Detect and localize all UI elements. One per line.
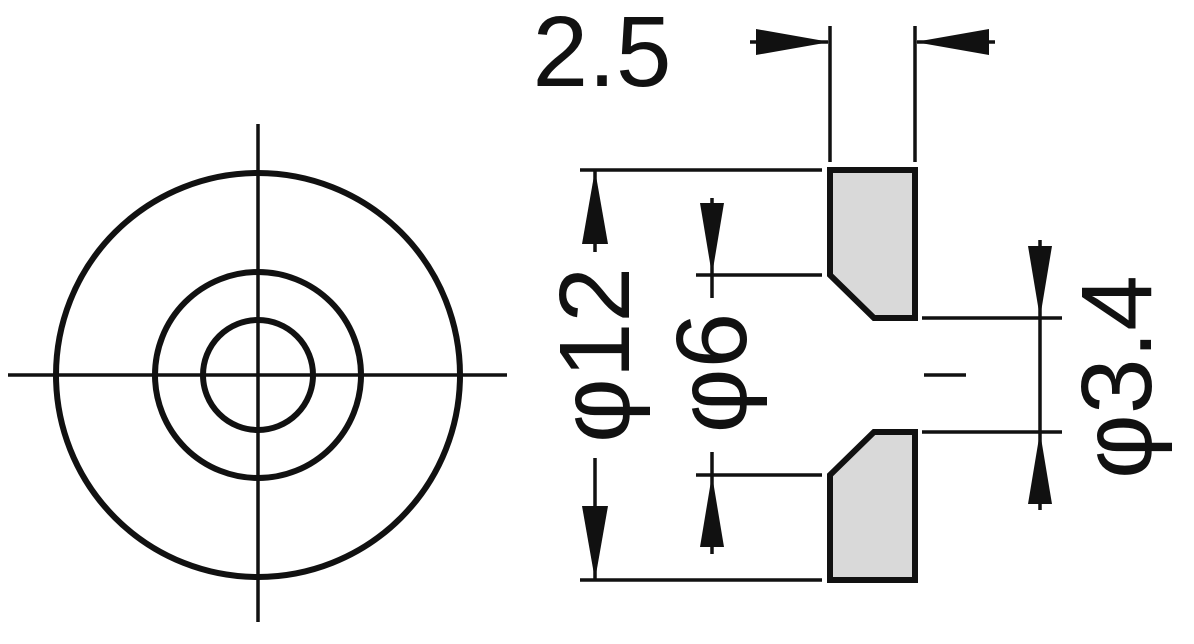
section-view (827, 167, 966, 583)
thickness-arrow-right-icon (756, 29, 830, 55)
dimension-hole-diameter: φ3.4 (922, 240, 1173, 510)
countersink-dimension-label: φ6 (656, 313, 768, 433)
outer-diameter-dimension-label: φ12 (539, 267, 651, 443)
outer-diameter-arrow-down-icon (582, 506, 608, 580)
countersink-arrow-up-icon (700, 475, 724, 547)
dimension-countersink-diameter: φ6 (656, 198, 822, 554)
front-view (8, 124, 507, 622)
dimension-outer-diameter: φ12 (539, 168, 822, 582)
hole-arrow-up-icon (1028, 432, 1052, 504)
outer-diameter-circle (53, 170, 463, 580)
thickness-dimension-label: 2.5 (532, 0, 671, 108)
hole-diameter-circle (200, 317, 316, 433)
section-lower-body (827, 429, 918, 583)
countersink-arrow-down-icon (700, 203, 724, 275)
section-upper-body (827, 167, 918, 321)
thickness-arrow-left-icon (915, 29, 989, 55)
outer-diameter-arrow-up-icon (582, 170, 608, 244)
hole-arrow-down-icon (1028, 246, 1052, 318)
hole-dimension-label: φ3.4 (1061, 275, 1173, 479)
countersink-diameter-circle (152, 269, 364, 481)
dimension-thickness: 2.5 (532, 0, 995, 162)
